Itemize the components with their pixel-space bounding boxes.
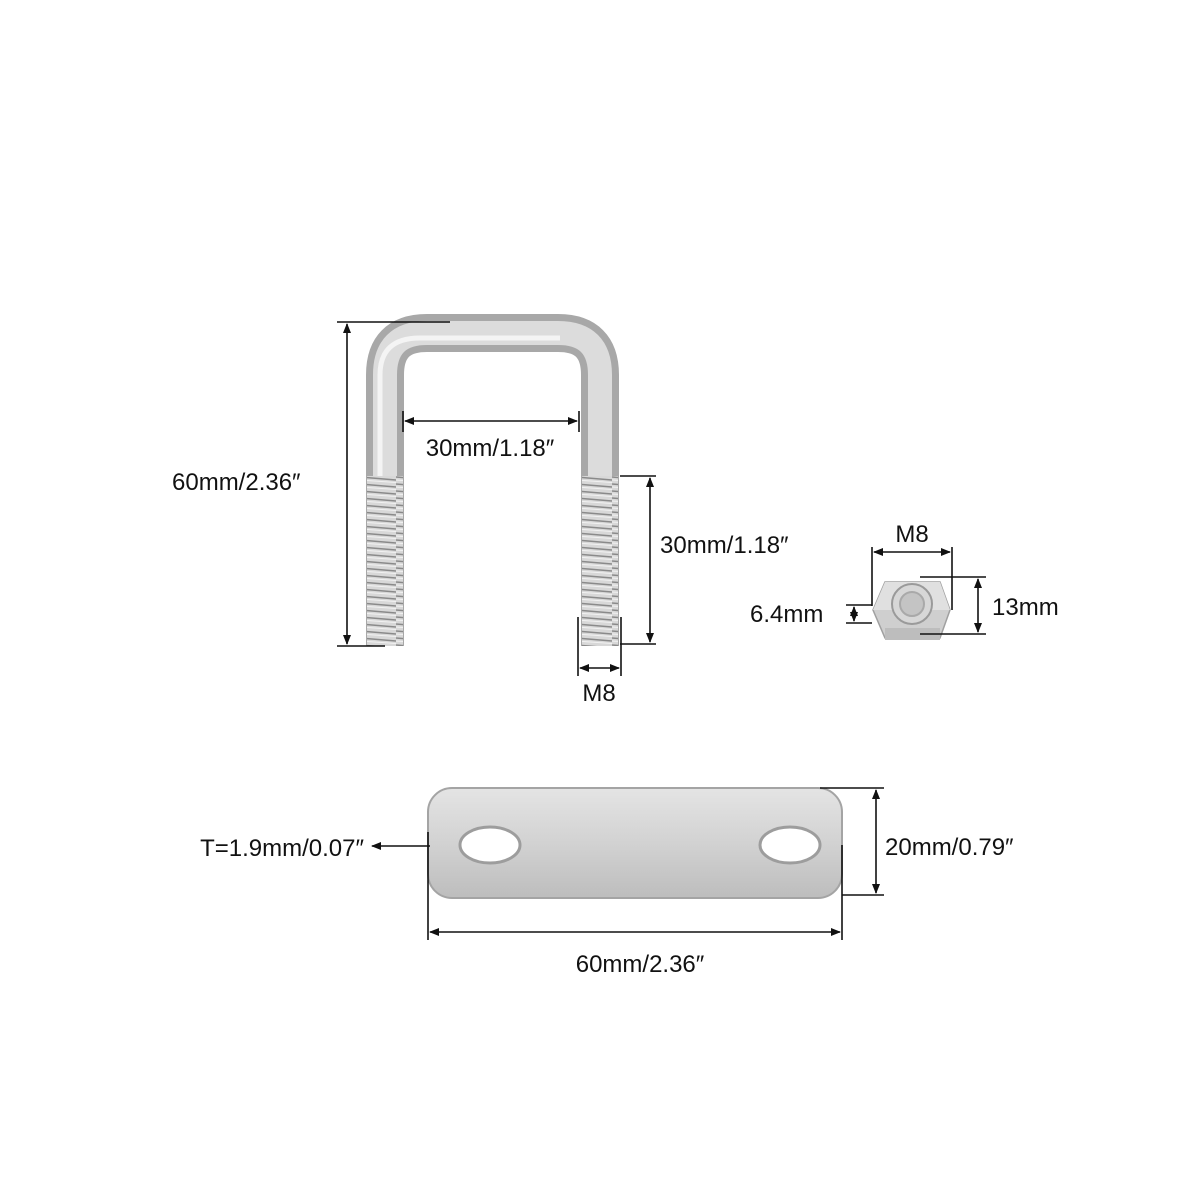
nut-thickness-label: 6.4mm bbox=[750, 601, 823, 628]
nut-thread-size-label: M8 bbox=[895, 521, 928, 548]
ubolt-height-label: 60mm/2.36″ bbox=[172, 469, 301, 496]
plate-thickness-label: T=1.9mm/0.07″ bbox=[200, 835, 364, 862]
nut-width-label: 13mm bbox=[992, 594, 1059, 621]
ubolt-height-dimension bbox=[337, 321, 450, 647]
plate-height-label: 20mm/0.79″ bbox=[885, 834, 1014, 861]
nut-thickness-dimension bbox=[846, 604, 872, 624]
hex-nut bbox=[872, 581, 951, 640]
ubolt-thread-size-dimension bbox=[577, 617, 622, 676]
plate-length-label: 60mm/2.36″ bbox=[576, 951, 705, 978]
ubolt-thread-length-label: 30mm/1.18″ bbox=[660, 532, 789, 559]
plate-height-dimension bbox=[820, 787, 884, 896]
plate-slot-right bbox=[758, 825, 822, 865]
ubolt-inner-width-dimension bbox=[402, 411, 580, 432]
left-thread bbox=[367, 476, 403, 646]
plate-length-dimension bbox=[427, 832, 843, 940]
nut-thread-size-dimension bbox=[871, 547, 953, 610]
ubolt-thread-size-label: M8 bbox=[582, 680, 615, 707]
right-thread bbox=[582, 476, 618, 646]
backing-plate bbox=[427, 787, 843, 899]
u-bolt bbox=[366, 314, 619, 646]
nut-width-dimension bbox=[920, 576, 986, 635]
ubolt-thread-length-dimension bbox=[620, 475, 656, 645]
plate-slot-left bbox=[458, 825, 522, 865]
ubolt-inner-width-label: 30mm/1.18″ bbox=[426, 435, 555, 462]
